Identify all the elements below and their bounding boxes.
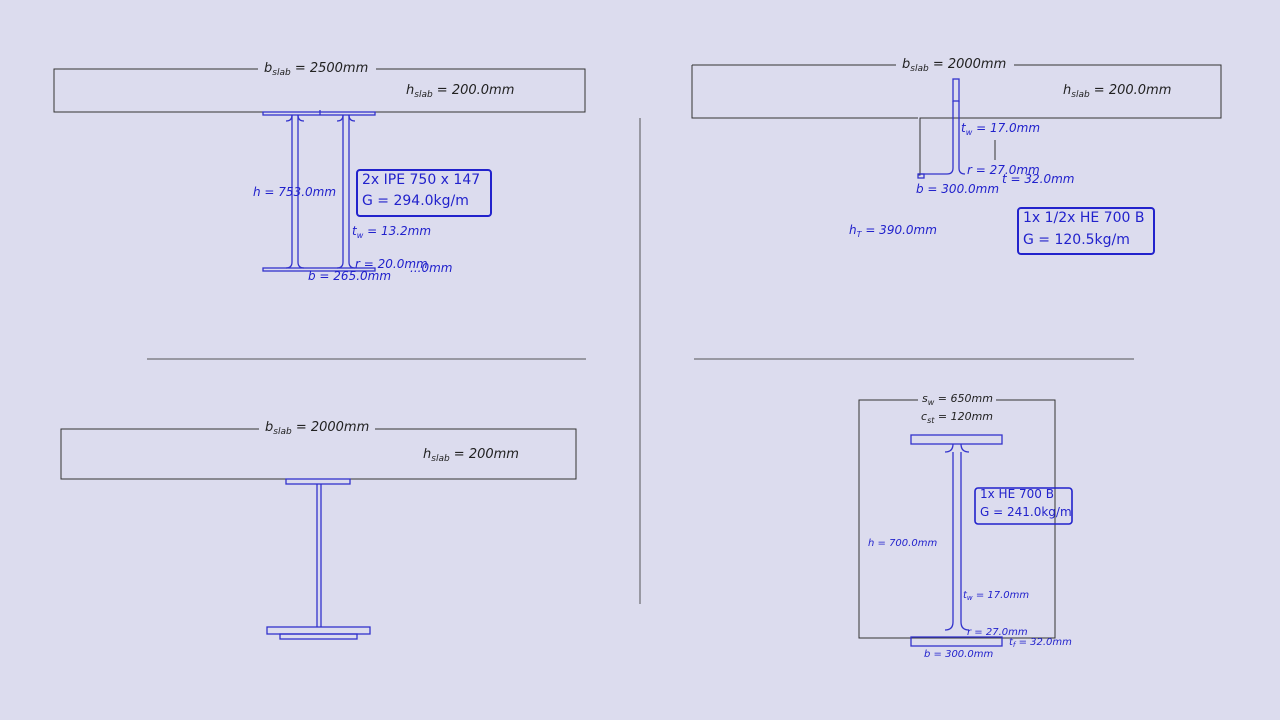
slab-height-label: hslab = 200mm	[423, 447, 519, 464]
root-radius-label: r = 27.0mm	[967, 163, 1040, 177]
section-info-box: 1x HE 700 B G = 241.0kg/m	[974, 487, 1073, 525]
section-name: 2x IPE 750 x 147	[362, 172, 480, 188]
slab-height-label: hslab = 200.0mm	[406, 83, 514, 100]
encasement-outline	[858, 399, 1056, 639]
flange-thickness-fragment: ...0mm	[410, 261, 452, 275]
panel-top-right: bslab = 2000mm hslab = 200.0mm tw = 17.0…	[691, 57, 1222, 255]
section-name: 1x HE 700 B	[980, 487, 1054, 501]
section-weight: G = 294.0kg/m	[362, 193, 469, 209]
encasement-width-label: sw = 650mm	[922, 392, 993, 407]
ipe-double-section	[262, 110, 376, 272]
web-thickness-label: tw = 13.2mm	[352, 224, 431, 240]
section-info-box: 2x IPE 750 x 147 G = 294.0kg/m	[356, 169, 492, 217]
web-thickness-label: tw = 17.0mm	[963, 590, 1029, 602]
welded-girder-section	[266, 478, 371, 640]
total-height-label: hT = 390.0mm	[849, 223, 937, 239]
flange-width-label: b = 300.0mm	[924, 649, 993, 660]
cover-label: cst = 120mm	[921, 410, 993, 425]
section-height-label: h = 700.0mm	[868, 538, 937, 549]
flange-width-label: b = 265.0mm	[308, 269, 391, 283]
panel-top-left: bslab = 2500mm hslab = 200.0mm h = 753.0…	[53, 61, 586, 283]
slab-height-label: hslab = 200.0mm	[1063, 83, 1171, 100]
section-weight: G = 241.0kg/m	[980, 505, 1072, 519]
flange-width-label: b = 300.0mm	[916, 182, 999, 196]
flange-thickness-fragment: t = 32.0mm	[1002, 172, 1075, 186]
slab-width-label: bslab = 2000mm	[902, 57, 1006, 74]
section-height-label: h = 753.0mm	[253, 185, 336, 199]
panel-bottom-left: bslab = 2000mm hslab = 200mm	[60, 420, 577, 640]
he-section	[910, 434, 1003, 647]
panel-bottom-right: sw = 650mm cst = 120mm h = 700.0mm tw = …	[858, 392, 1073, 660]
root-radius-label: r = 20.0mm	[355, 257, 428, 271]
section-name: 1x 1/2x HE 700 B	[1023, 210, 1145, 226]
root-radius-label: r = 27.0mm	[967, 627, 1028, 638]
flange-thickness-label: tf = 32.0mm	[1009, 637, 1072, 649]
slab-with-rib-outline	[691, 64, 1222, 179]
section-weight: G = 120.5kg/m	[1023, 232, 1130, 248]
web-thickness-label: tw = 17.0mm	[961, 121, 1040, 137]
slab-width-label: bslab = 2500mm	[264, 61, 368, 78]
section-info-box: 1x 1/2x HE 700 B G = 120.5kg/m	[1017, 207, 1155, 255]
half-he-section	[917, 78, 966, 179]
slab-width-label: bslab = 2000mm	[265, 420, 369, 437]
